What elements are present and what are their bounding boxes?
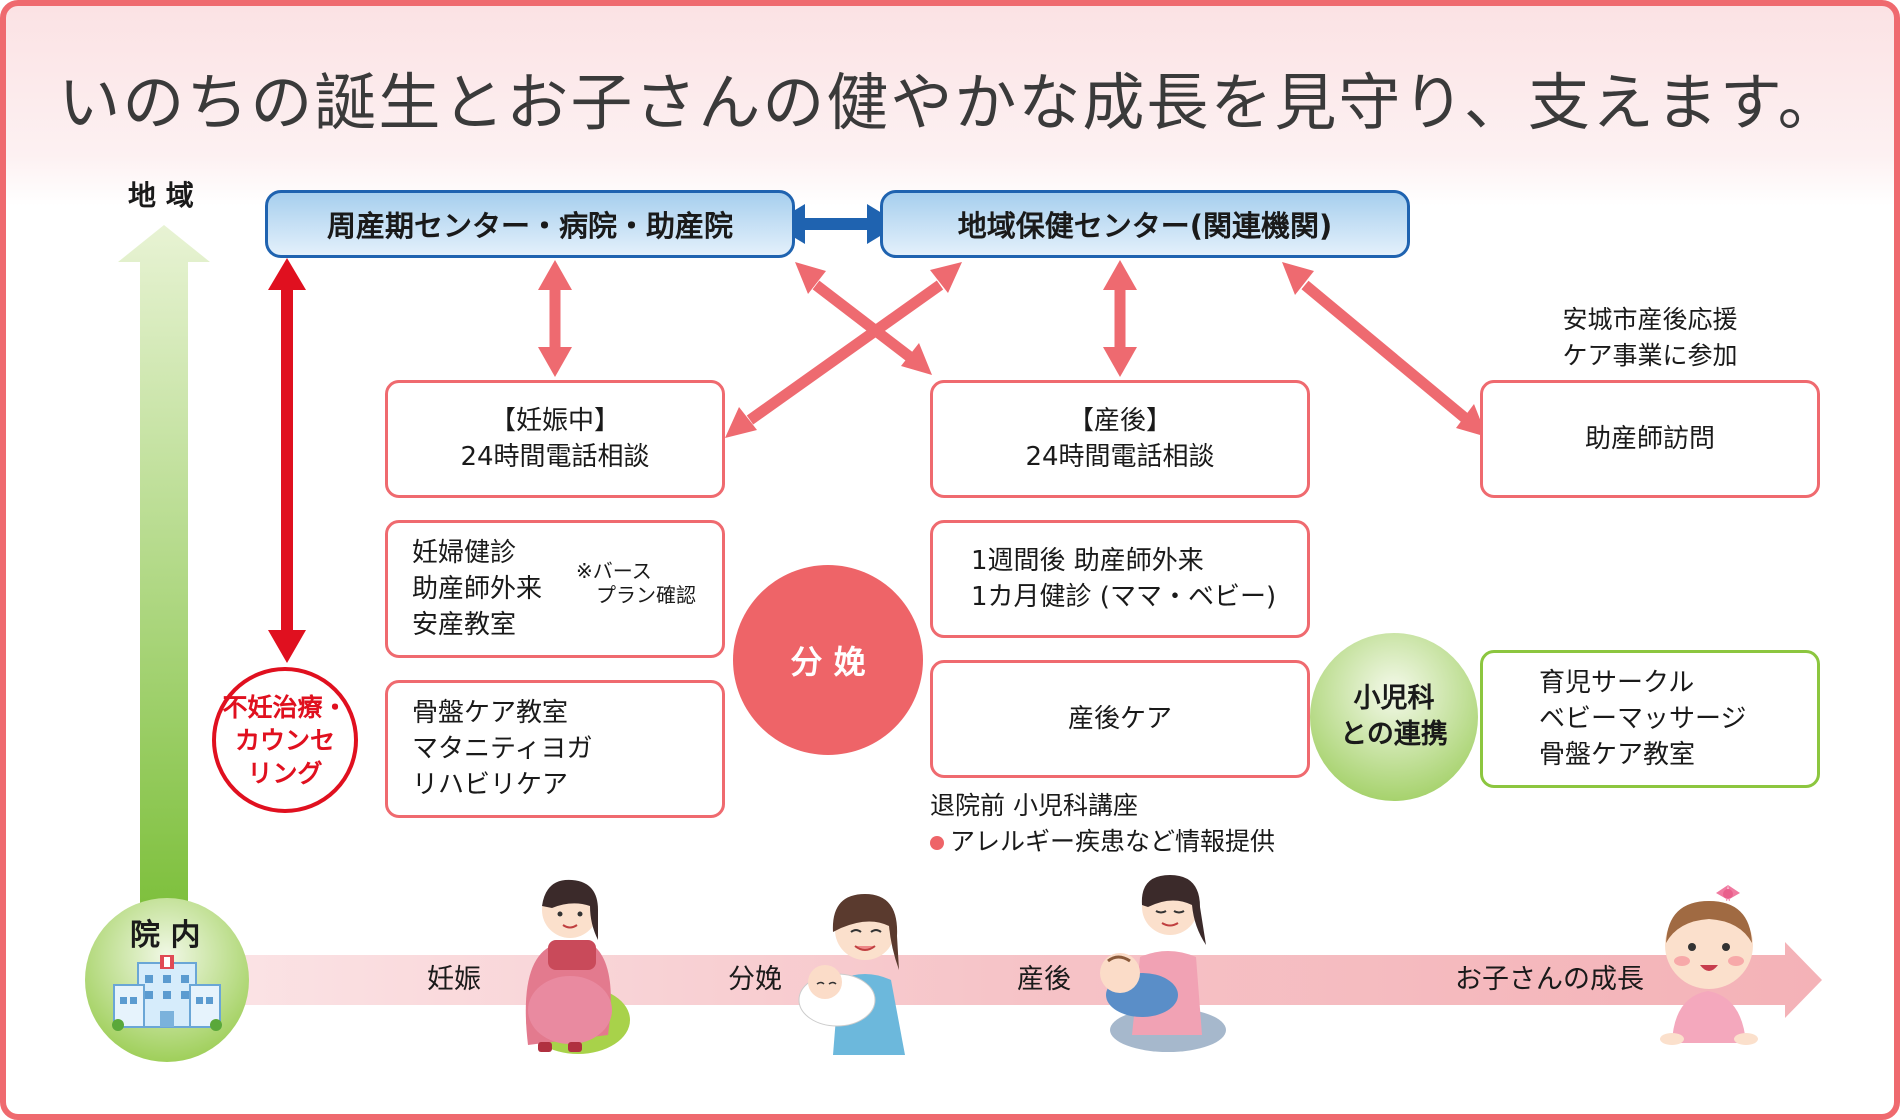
stage-delivery: 分娩 (728, 964, 782, 995)
infertility-line3: リング (247, 758, 323, 788)
pregnant-woman-illustration (525, 879, 630, 1054)
delivery-circle: 分 娩 (733, 565, 923, 755)
baby-girl-illustration (1660, 885, 1758, 1045)
axis-top-label: 地 域 (128, 179, 194, 212)
pediatrics-circle: 小児科 との連携 (1310, 633, 1478, 801)
postpartum-care-box: 産後ケア (930, 660, 1310, 778)
infertility-line1: 不妊治療・ (222, 692, 348, 722)
timeline-band (225, 942, 1822, 1018)
infertility-arrow (268, 258, 306, 663)
pregnancy-phone-text: 24時間電話相談 (460, 442, 650, 472)
community-health-center-box: 地域保健センター(関連機関) (880, 190, 1410, 258)
midwife-visit-box: 助産師訪問 (1480, 380, 1820, 498)
postpartum-phone-heading: 【産後】 (1067, 406, 1172, 436)
bullet-dot-icon (930, 836, 944, 850)
anjo-note-line1: 安城市産後応援 (1562, 305, 1738, 334)
birth-plan-note: ※バース プラン確認 (576, 559, 696, 607)
pregnancy-phone-heading: 【妊娠中】 (489, 406, 620, 436)
pediatrics-line1: 小児科 (1353, 683, 1435, 714)
pelvic-item: リハビリケア (412, 770, 569, 800)
childcare-item: 育児サークル (1539, 668, 1695, 698)
axis-bottom-label: 院 内 (130, 918, 201, 953)
discharge-note-line2-row: アレルギー疾患など情報提供 (930, 824, 1275, 860)
childcare-item: ベビーマッサージ (1539, 704, 1747, 734)
after-birth-checkup-box: 1週間後 助産師外来 1カ月健診 (ママ・ベビー) (930, 520, 1310, 638)
childcare-item: 骨盤ケア教室 (1539, 740, 1696, 770)
hospital-building-icon (112, 955, 222, 1031)
postpartum-care-label: 産後ケア (1067, 704, 1172, 734)
anjo-note-line2: ケア事業に参加 (1562, 341, 1738, 370)
anjo-support-note: 安城市産後応援 ケア事業に参加 (1550, 302, 1750, 374)
salmon-arrows (538, 260, 1487, 438)
prenatal-item: 助産師外来 (412, 574, 543, 604)
pelvic-item: 骨盤ケア教室 (412, 698, 569, 728)
infertility-line2: カウンセ (234, 725, 335, 755)
stage-child-growth: お子さんの成長 (1455, 964, 1644, 995)
stage-pregnancy: 妊娠 (427, 964, 481, 995)
after-birth-line1: 1週間後 助産師外来 (971, 546, 1204, 576)
discharge-note: 退院前 小児科講座 アレルギー疾患など情報提供 (930, 788, 1275, 860)
pediatrics-line2: との連携 (1340, 719, 1448, 750)
axis-arrow (118, 225, 210, 920)
postpartum-phone-text: 24時間電話相談 (1025, 442, 1215, 472)
prenatal-services-box: 妊婦健診 助産師外来 安産教室 ※バース プラン確認 (385, 520, 725, 658)
prenatal-item: 妊婦健診 (412, 538, 517, 568)
after-birth-line2: 1カ月健診 (ママ・ベビー) (971, 582, 1277, 612)
birth-plan-note-line1: ※バース (576, 559, 652, 583)
pelvic-care-box: 骨盤ケア教室 マタニティヨガ リハビリケア (385, 680, 725, 818)
midwife-visit-label: 助産師訪問 (1584, 424, 1715, 454)
birth-plan-note-line2: プラン確認 (596, 583, 696, 607)
delivery-label: 分 娩 (790, 643, 866, 681)
postpartum-phone-consult-box: 【産後】 24時間電話相談 (930, 380, 1310, 498)
nurse-with-baby-illustration (798, 894, 905, 1055)
discharge-note-line2: アレルギー疾患など情報提供 (950, 827, 1276, 856)
perinatal-center-box: 周産期センター・病院・助産院 (265, 190, 795, 258)
prenatal-item: 安産教室 (412, 610, 517, 640)
discharge-note-line1: 退院前 小児科講座 (930, 791, 1138, 820)
childcare-activities-box: 育児サークル ベビーマッサージ 骨盤ケア教室 (1480, 650, 1820, 788)
breastfeeding-mother-illustration (1100, 875, 1226, 1052)
stage-postpartum: 産後 (1017, 964, 1071, 995)
pregnancy-phone-consult-box: 【妊娠中】 24時間電話相談 (385, 380, 725, 498)
infertility-circle: 不妊治療・ カウンセ リング (212, 667, 358, 813)
pelvic-item: マタニティヨガ (412, 734, 593, 764)
page-title: いのちの誕生とお子さんの健やかな成長を見守り、支えます。 (58, 66, 1842, 139)
